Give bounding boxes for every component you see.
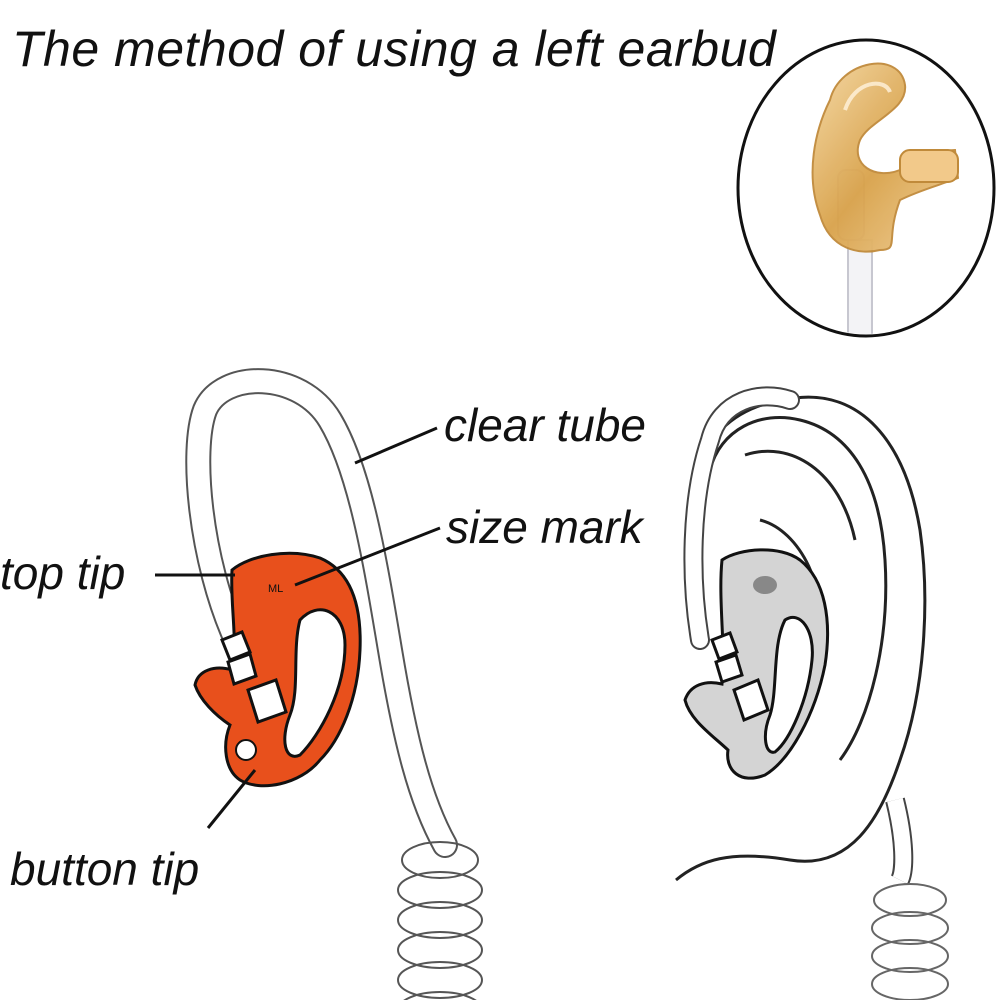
clear-tube-label: clear tube bbox=[444, 399, 647, 451]
top-tip-label: top tip bbox=[0, 547, 126, 599]
earbud-drawing: ML bbox=[155, 368, 483, 1000]
earbud-photo-inset bbox=[736, 38, 996, 338]
ear-drawing bbox=[675, 386, 949, 1000]
leader-clear-tube bbox=[354, 426, 438, 465]
earbud-nozzle bbox=[220, 630, 288, 724]
page-title: The method of using a left earbud bbox=[12, 21, 777, 77]
coiled-tube-right bbox=[871, 883, 949, 1000]
leader-button-tip bbox=[206, 769, 257, 829]
button-tip-label: button tip bbox=[10, 843, 200, 895]
size-mark-text: ML bbox=[268, 583, 283, 595]
leader-size-mark bbox=[294, 526, 441, 587]
size-mark-label: size mark bbox=[446, 501, 643, 553]
earbud-in-ear bbox=[683, 548, 830, 780]
coiled-tube bbox=[397, 841, 483, 1000]
earbud-photo bbox=[811, 62, 960, 334]
